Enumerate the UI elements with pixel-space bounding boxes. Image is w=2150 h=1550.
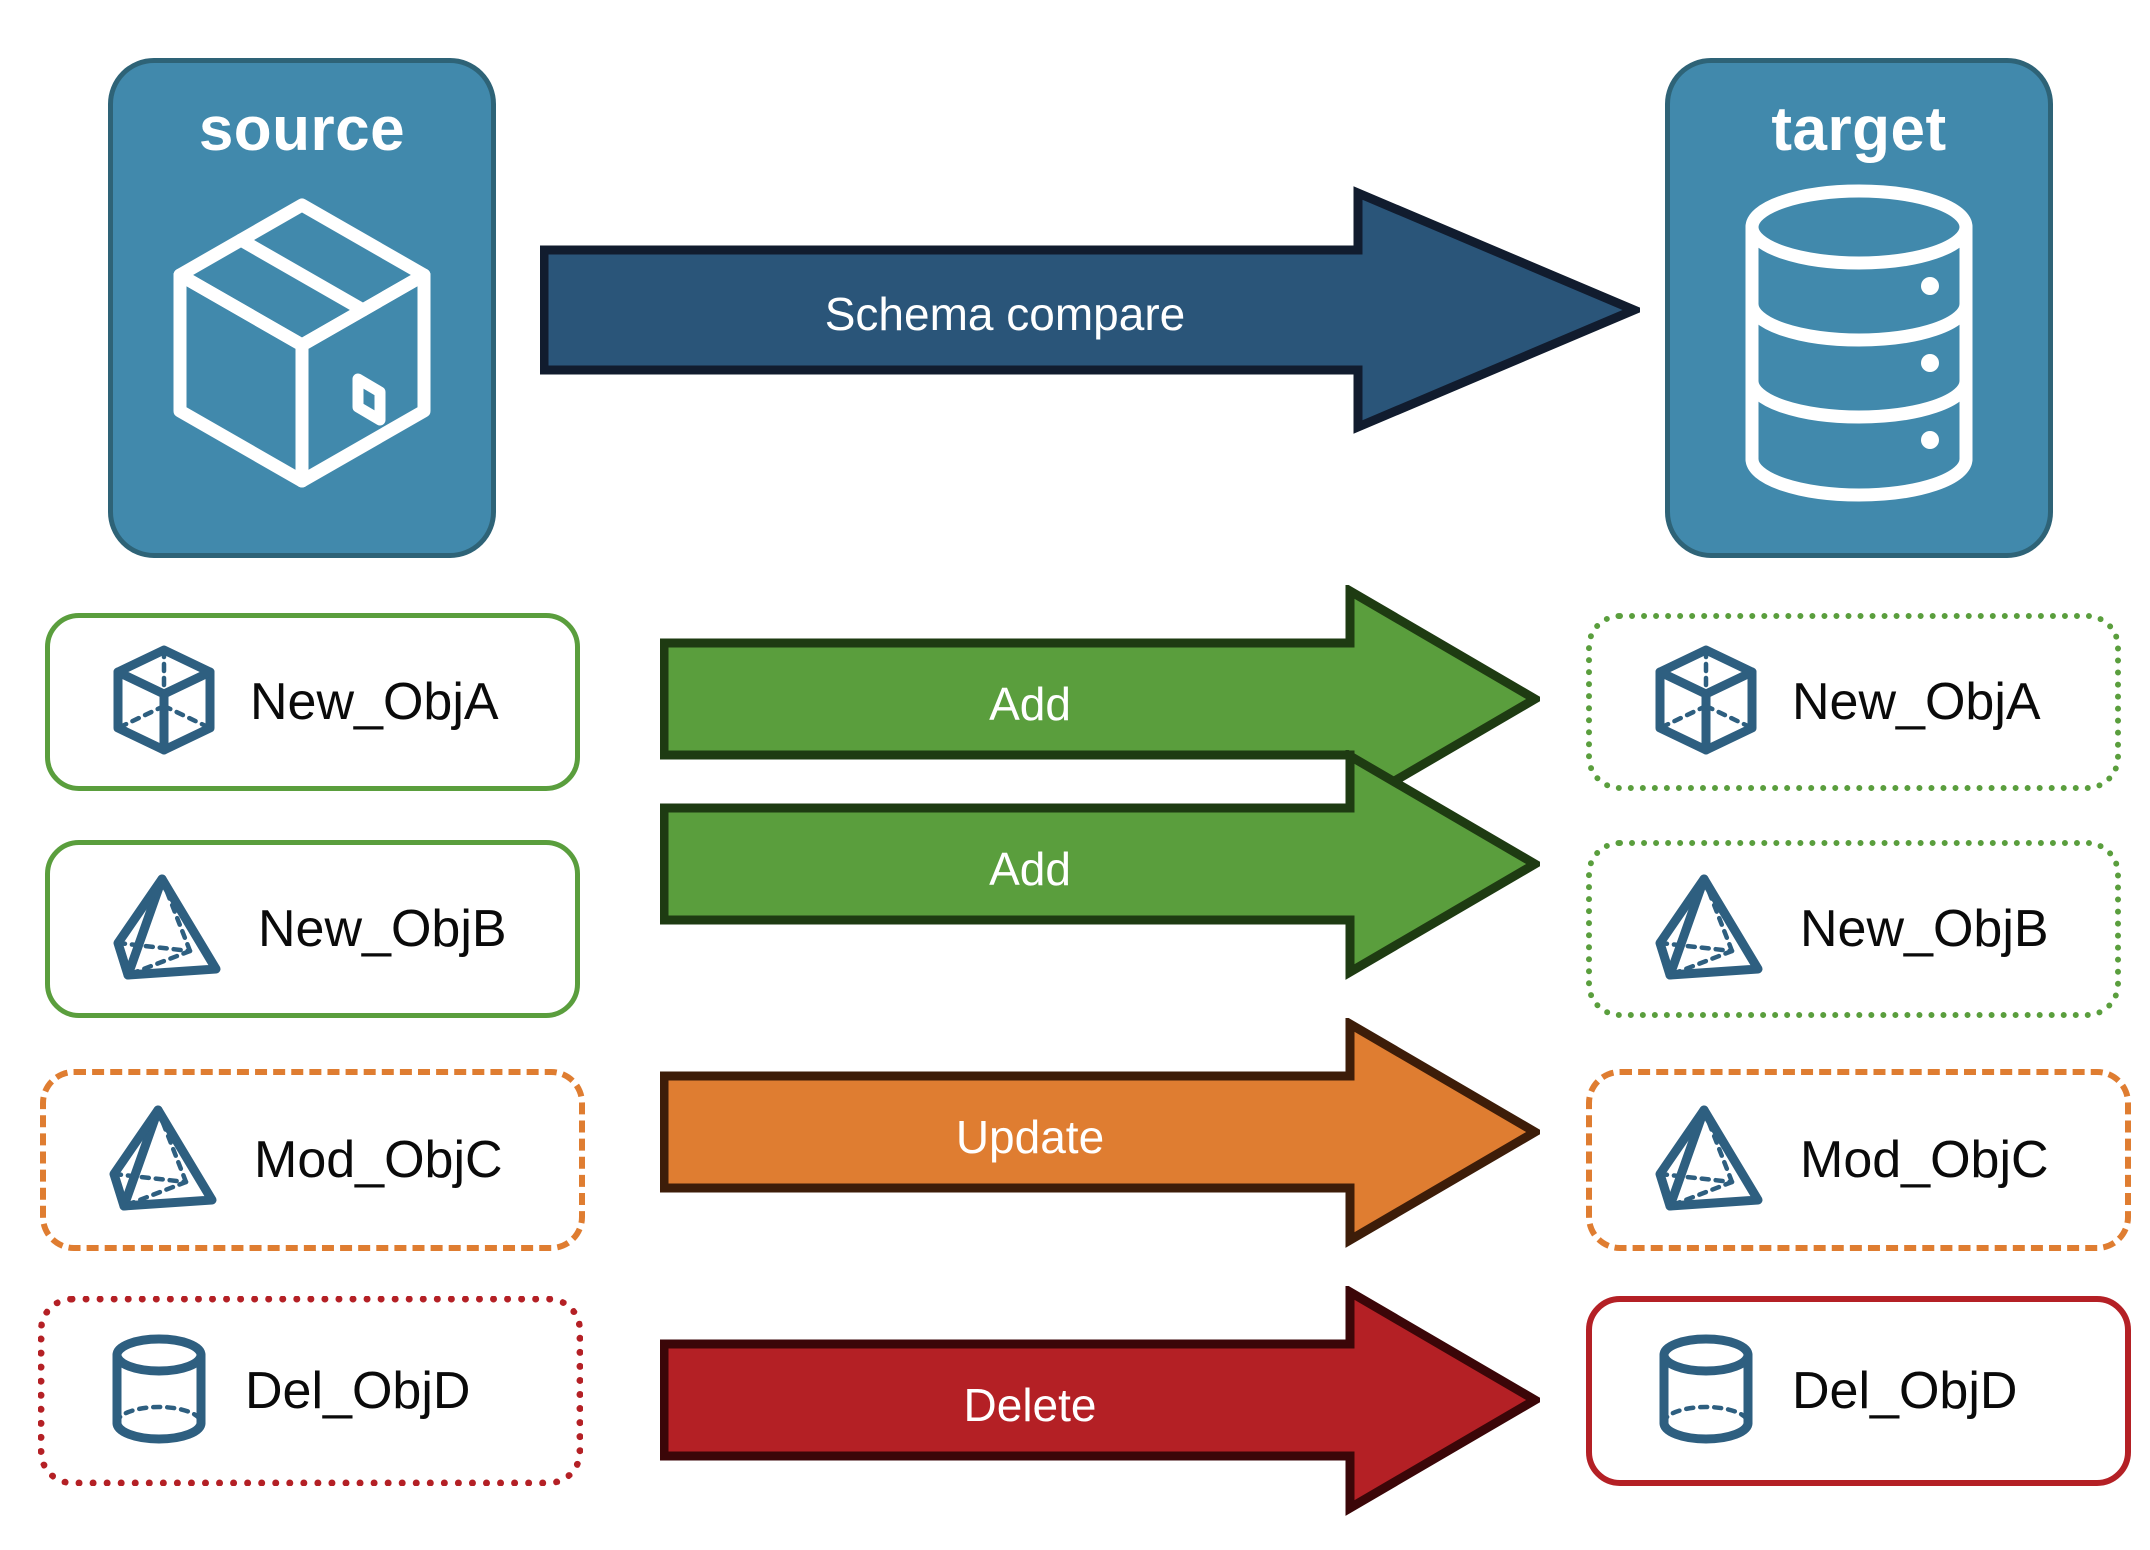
action-arrow-4[interactable] xyxy=(659,1284,1544,1516)
wireframe-cube-icon xyxy=(112,644,216,761)
target-title: target xyxy=(1771,95,1947,164)
source-object-label-2: New_ObjB xyxy=(258,900,507,958)
action-arrow-3[interactable] xyxy=(659,1016,1544,1248)
source-object-label-3: Mod_ObjC xyxy=(254,1131,503,1189)
wireframe-cylinder-icon xyxy=(1654,1331,1758,1452)
box-3d-icon xyxy=(162,183,442,508)
target-object-label-3: Mod_ObjC xyxy=(1800,1131,2049,1189)
target-object-box-1[interactable]: New_ObjA xyxy=(1586,613,2121,791)
source-object-label-1: New_ObjA xyxy=(250,673,499,731)
target-object-label-4: Del_ObjD xyxy=(1792,1362,2018,1420)
target-object-label-2: New_ObjB xyxy=(1800,900,2049,958)
target-object-label-1: New_ObjA xyxy=(1792,673,2041,731)
source-object-box-2[interactable]: New_ObjB xyxy=(45,840,580,1018)
target-object-box-4[interactable]: Del_ObjD xyxy=(1586,1296,2131,1486)
target-object-box-2[interactable]: New_ObjB xyxy=(1586,840,2121,1018)
action-arrow-1[interactable] xyxy=(659,583,1544,815)
source-object-label-4: Del_ObjD xyxy=(245,1362,471,1420)
wireframe-pyramid-icon xyxy=(1654,873,1766,986)
wireframe-pyramid-icon xyxy=(108,1104,220,1217)
source-object-box-1[interactable]: New_ObjA xyxy=(45,613,580,791)
database-cylinder-icon xyxy=(1734,183,1984,508)
wireframe-cylinder-icon xyxy=(107,1331,211,1452)
action-arrow-2[interactable] xyxy=(659,748,1544,980)
source-object-box-4[interactable]: Del_ObjD xyxy=(38,1296,583,1486)
schema-compare-arrow[interactable] xyxy=(539,185,1646,435)
source-endpoint-card[interactable]: source xyxy=(108,58,496,558)
source-title: source xyxy=(198,95,406,164)
target-object-box-3[interactable]: Mod_ObjC xyxy=(1586,1069,2131,1251)
wireframe-pyramid-icon xyxy=(112,873,224,986)
wireframe-pyramid-icon xyxy=(1654,1104,1766,1217)
source-object-box-3[interactable]: Mod_ObjC xyxy=(40,1069,585,1251)
target-endpoint-card[interactable]: target xyxy=(1665,58,2053,558)
wireframe-cube-icon xyxy=(1654,644,1758,761)
